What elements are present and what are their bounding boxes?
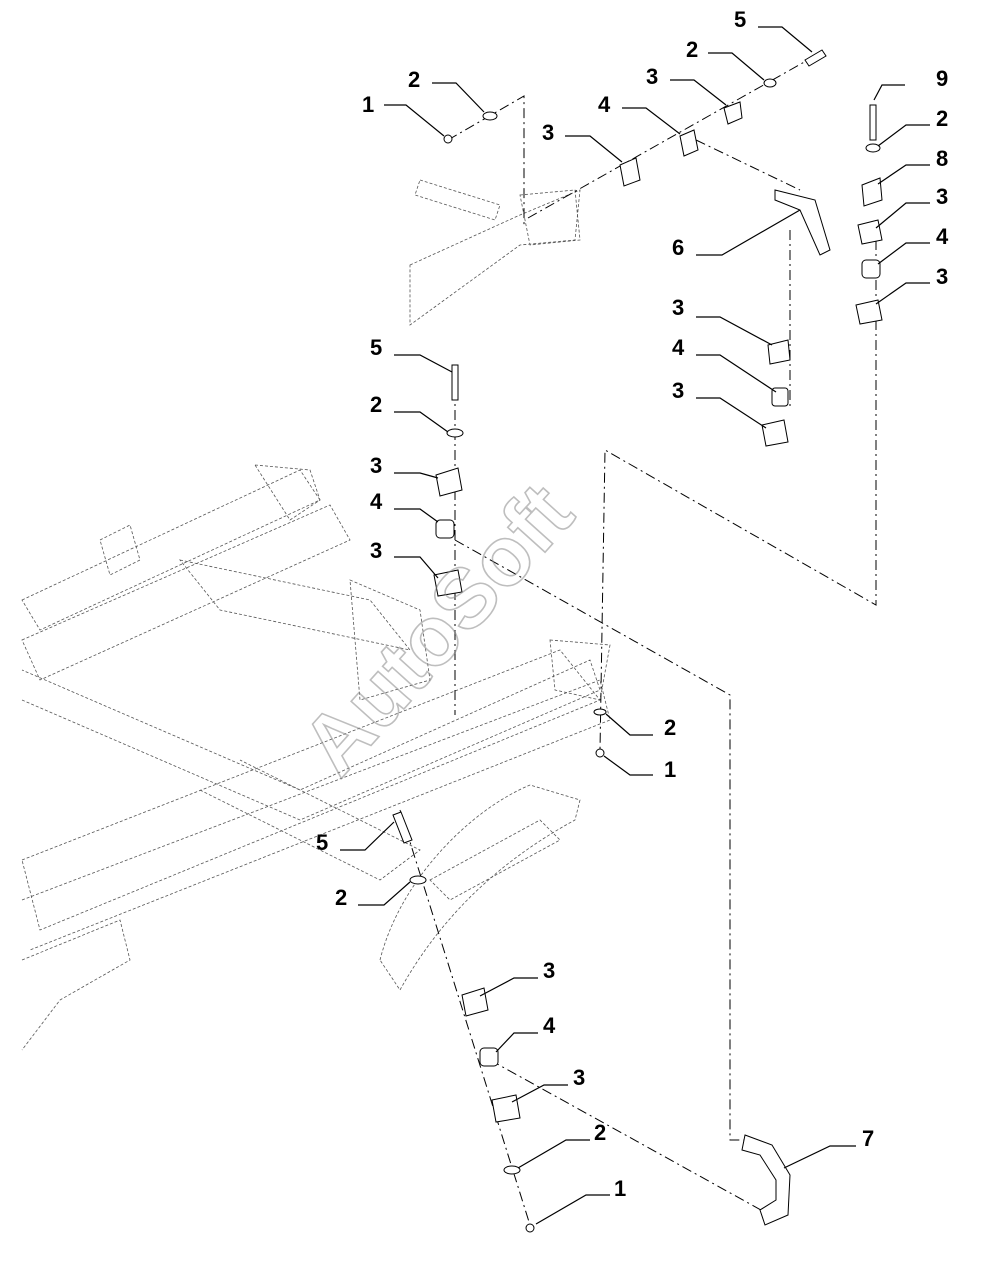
callout-5-bottom: 5 [316, 830, 328, 855]
mudflap-bracket-top [409, 179, 581, 326]
bolt-5-bottom [392, 811, 413, 844]
bushing-4-left [435, 519, 455, 539]
callout-3-right-b: 3 [936, 264, 948, 289]
callout-4-left: 4 [370, 489, 383, 514]
callout-1-bottom: 1 [614, 1176, 626, 1201]
callout-5-top-right: 5 [734, 7, 746, 32]
washer-2-bottom-lower [503, 1165, 521, 1175]
callout-3-mid-a: 3 [672, 295, 684, 320]
callout-3-top-b: 3 [542, 120, 554, 145]
callout-2-lower-right: 2 [664, 715, 676, 740]
washer-2-right [865, 143, 881, 153]
bolt-5-left [451, 364, 459, 401]
callout-3-left-a: 3 [370, 453, 382, 478]
lever-6 [774, 189, 831, 256]
callout-3-left-b: 3 [370, 538, 382, 563]
callout-2-top-right: 2 [686, 37, 698, 62]
callout-4-right: 4 [936, 224, 949, 249]
callout-2-top-left: 2 [408, 67, 420, 92]
bushing-4-a [679, 129, 699, 157]
callout-8-right: 8 [936, 146, 948, 171]
washer-2-lower-right [593, 708, 607, 716]
nut-1-lower-right [595, 748, 605, 758]
stabilizer-bar-7 [741, 1134, 791, 1226]
callout-labels: 1 2 5 2 3 4 3 9 2 8 3 4 3 6 3 4 3 5 2 3 … [316, 7, 949, 1201]
callout-1-lower-right: 1 [664, 757, 676, 782]
extension-lines [399, 51, 877, 1226]
nut-1-top [443, 134, 453, 144]
callout-2-bottom: 2 [335, 885, 347, 910]
callout-4-mid: 4 [672, 335, 685, 360]
chassis-frame [21, 464, 611, 1051]
parts [392, 49, 883, 1233]
callout-9-right: 9 [936, 66, 948, 91]
bushing-4-bottom [479, 1047, 499, 1067]
callout-3-bottom-a: 3 [543, 958, 555, 983]
callout-2-right: 2 [936, 106, 948, 131]
callout-3-bottom-b: 3 [573, 1065, 585, 1090]
clamp-3-right-a [857, 219, 883, 245]
callout-7-stabilizer: 7 [862, 1126, 874, 1151]
clamp-3-b [619, 157, 641, 187]
clamp-3-mid-a [767, 339, 791, 365]
washer-2-top [482, 111, 498, 121]
callout-leaders [340, 26, 930, 1225]
bolt-9 [869, 104, 877, 141]
clamp-3-a [723, 101, 743, 125]
callout-4-top: 4 [598, 92, 611, 117]
clamp-3-bottom-b [491, 1094, 521, 1123]
bushing-4-mid [771, 387, 789, 407]
callout-2-bottom-lower: 2 [594, 1120, 606, 1145]
callout-3-right-a: 3 [936, 184, 948, 209]
clamp-3-left-a [435, 467, 463, 497]
callout-5-left: 5 [370, 335, 382, 360]
clamp-3-right-b [855, 299, 883, 325]
nut-1-bottom [525, 1223, 535, 1233]
callout-4-bottom: 4 [543, 1013, 556, 1038]
washer-2-bottom [409, 875, 427, 885]
clamp-3-mid-b [761, 419, 789, 447]
callout-6-lever: 6 [672, 235, 684, 260]
washer-2-left [446, 428, 464, 438]
clamp-3-bottom-a [461, 987, 489, 1017]
bushing-4-right [861, 259, 881, 279]
plate-8 [861, 177, 883, 207]
washer-2-upper [763, 78, 777, 88]
callout-2-left: 2 [370, 392, 382, 417]
clamp-3-left-b [433, 569, 463, 597]
callout-3-mid-b: 3 [672, 378, 684, 403]
bolt-5-top [804, 49, 827, 67]
watermark: AutoSoft [284, 466, 591, 792]
callout-1-top-left: 1 [362, 92, 374, 117]
callout-3-top-a: 3 [646, 64, 658, 89]
